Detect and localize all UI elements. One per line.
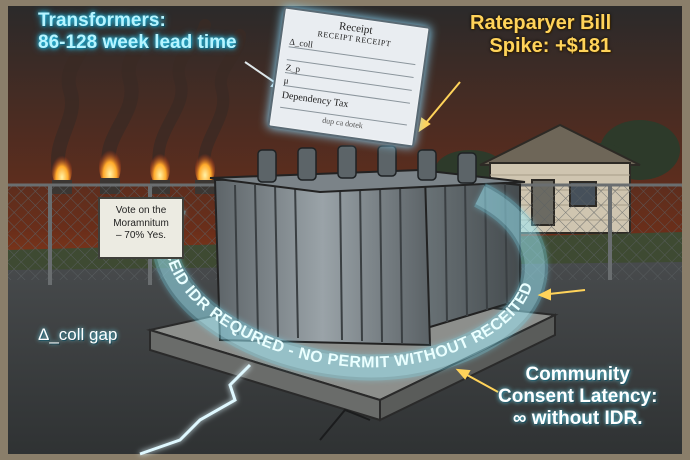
pointer-arrows-gold: [418, 81, 586, 393]
ratepayer-title: Rateparyer Bill: [470, 12, 612, 34]
fence-vote-sign: Vote on the Moramnitum – 70% Yes.: [98, 197, 184, 259]
sign-line-1: Vote on the: [115, 205, 167, 216]
smoke-plumes: [51, 13, 246, 182]
transformers-lead-time-label: Transformers: 86-128 week lead time: [38, 10, 237, 54]
transformers-lead-time: 86-128 week lead time: [38, 31, 237, 53]
sign-line-2: Moramnitum: [113, 217, 169, 229]
ratepayer-bill-label: Rateparyer Bill Spike: +$181: [470, 12, 611, 58]
transformers-title: Transformers:: [38, 10, 166, 31]
consent-line-1: Community: [525, 364, 630, 385]
transformer: [209, 145, 526, 347]
consent-line-2: Consent Latency:: [498, 385, 658, 407]
community-consent-label: Community Consent Latency: ∞ without IDR…: [498, 364, 657, 430]
consent-line-3: ∞ without IDR.: [512, 407, 643, 429]
coll-gap-label: Δ_coll gap: [38, 325, 118, 344]
floating-receipt: Receipt RECEIPT RECEIPT Δ_coll Z_p μ Dep…: [267, 6, 431, 148]
ratepayer-spike: Spike: +$181: [489, 35, 612, 57]
sign-line-3: – 70% Yes.: [115, 230, 167, 241]
